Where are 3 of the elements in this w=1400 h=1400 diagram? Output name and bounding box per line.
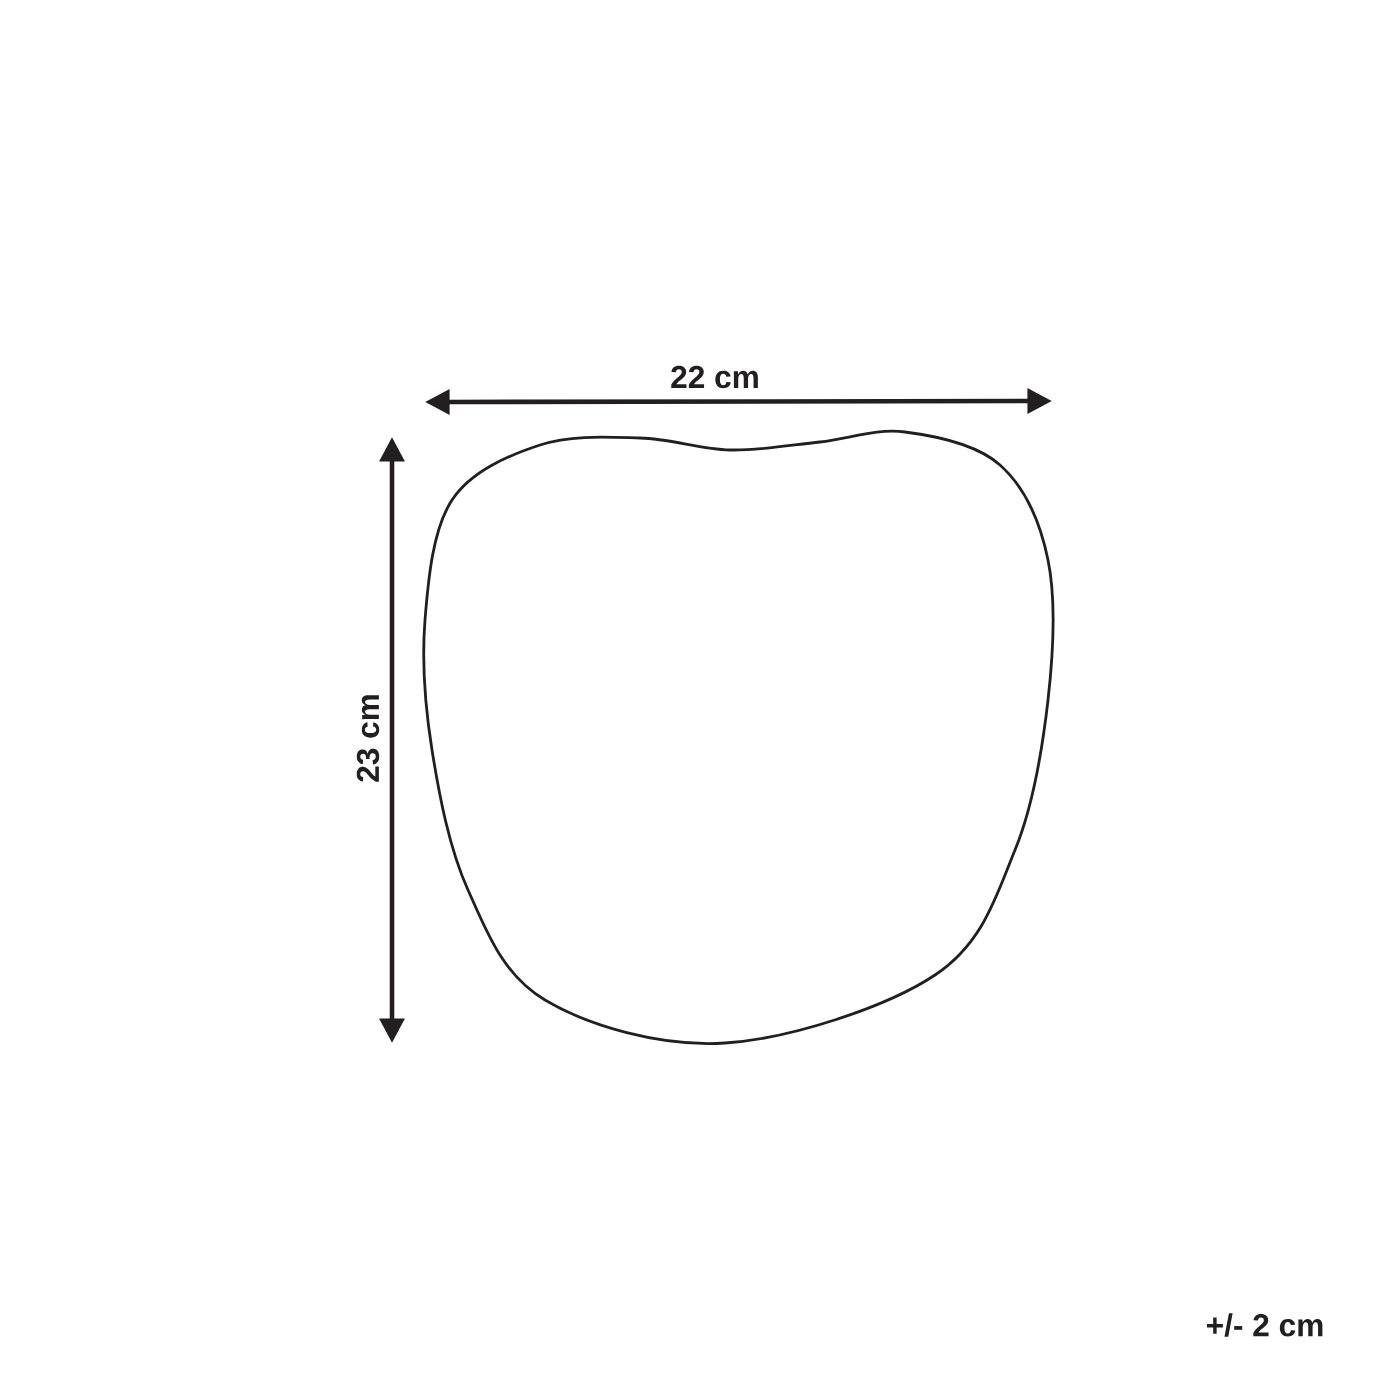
dimension-label: 22 cm (671, 365, 758, 389)
tolerance-note: +/- 2 cm (1207, 1313, 1323, 1337)
dimension-label: 23 cm (356, 695, 380, 782)
